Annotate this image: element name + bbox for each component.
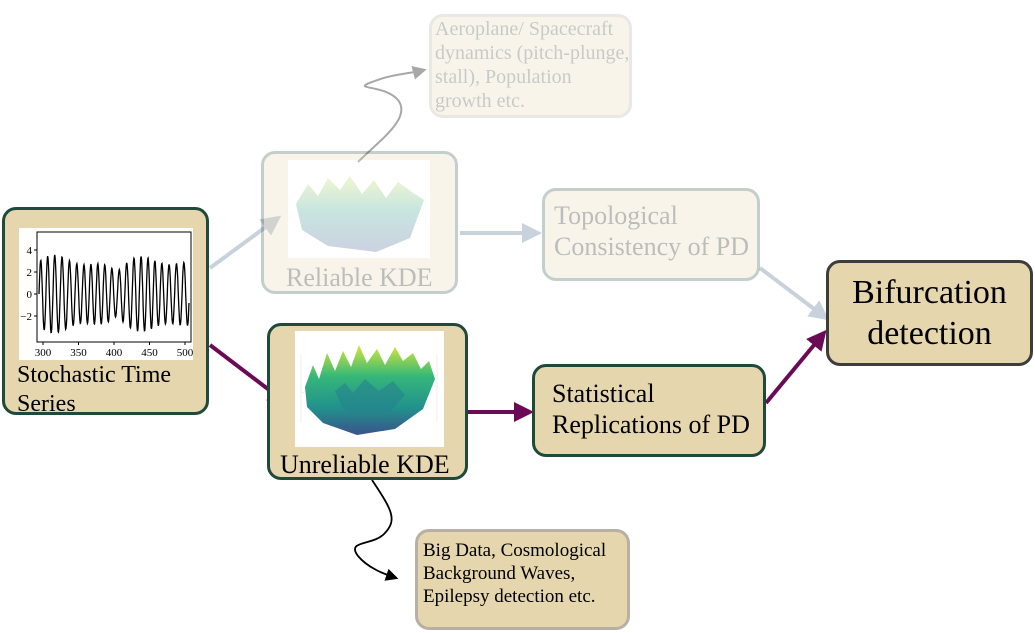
arrow-statistical-to-bifurcation (764, 329, 827, 405)
stochastic-time-series-label: Stochastic Time Series (17, 362, 172, 417)
squiggle-arrow-to-unreliable-applications (354, 479, 399, 581)
reliable-kde-label: Reliable KDE (286, 263, 433, 292)
x-tick-label: 300 (35, 347, 52, 359)
y-tick-label: 2 (27, 267, 33, 279)
time-series-plot: 300 350 400 450 500 4 2 0 −2 (19, 228, 194, 360)
unreliable-kde-surface (300, 345, 438, 435)
unreliable-applications-label: Big Data, Cosmological Background Waves,… (423, 540, 607, 607)
x-tick-label: 350 (70, 347, 87, 359)
statistical-replications-label: Statistical Replications of PD (552, 379, 750, 440)
y-tick-label: 4 (27, 245, 33, 257)
y-tick-label: −2 (20, 311, 32, 323)
reliable-applications-label: Aeroplane/ Spacecraft dynamics (pitch-pl… (435, 18, 630, 112)
unreliable-applications-node: Big Data, Cosmological Background Waves,… (415, 529, 630, 630)
bifurcation-detection-label: Bifurcation detection (852, 274, 1007, 352)
unreliable-kde-surface-plot (295, 331, 444, 447)
reliable-kde-surface (296, 176, 424, 252)
topological-consistency-label: Topological Consistency of PD (554, 201, 749, 262)
y-tick-label: 0 (27, 289, 33, 301)
time-series-chart: 300 350 400 450 500 4 2 0 −2 (20, 231, 194, 359)
x-tick-label: 500 (177, 347, 193, 359)
bifurcation-detection-node: Bifurcation detection (826, 260, 1033, 366)
unreliable-kde-label: Unreliable KDE (280, 450, 450, 479)
x-tick-labels: 300 350 400 450 500 (35, 342, 194, 359)
arrow-topological-to-bifurcation (758, 266, 830, 321)
time-series-line (38, 254, 190, 334)
reliable-kde-node: Reliable KDE (261, 151, 458, 294)
reliable-applications-node: Aeroplane/ Spacecraft dynamics (pitch-pl… (429, 14, 632, 118)
y-tick-labels: 4 2 0 −2 (20, 245, 37, 323)
stochastic-time-series-node: 300 350 400 450 500 4 2 0 −2 Stochastic Time Se… (2, 207, 209, 417)
arrow-stochastic-to-reliable-kde (208, 215, 282, 270)
unreliable-kde-node: Unreliable KDE (267, 323, 468, 480)
topological-consistency-node: Topological Consistency of PD (542, 188, 760, 281)
reliable-kde-surface-plot (288, 160, 430, 258)
squiggle-arrow-to-reliable-applications (357, 65, 427, 163)
x-tick-label: 450 (141, 347, 158, 359)
x-tick-label: 400 (106, 347, 123, 359)
statistical-replications-node: Statistical Replications of PD (532, 364, 766, 457)
